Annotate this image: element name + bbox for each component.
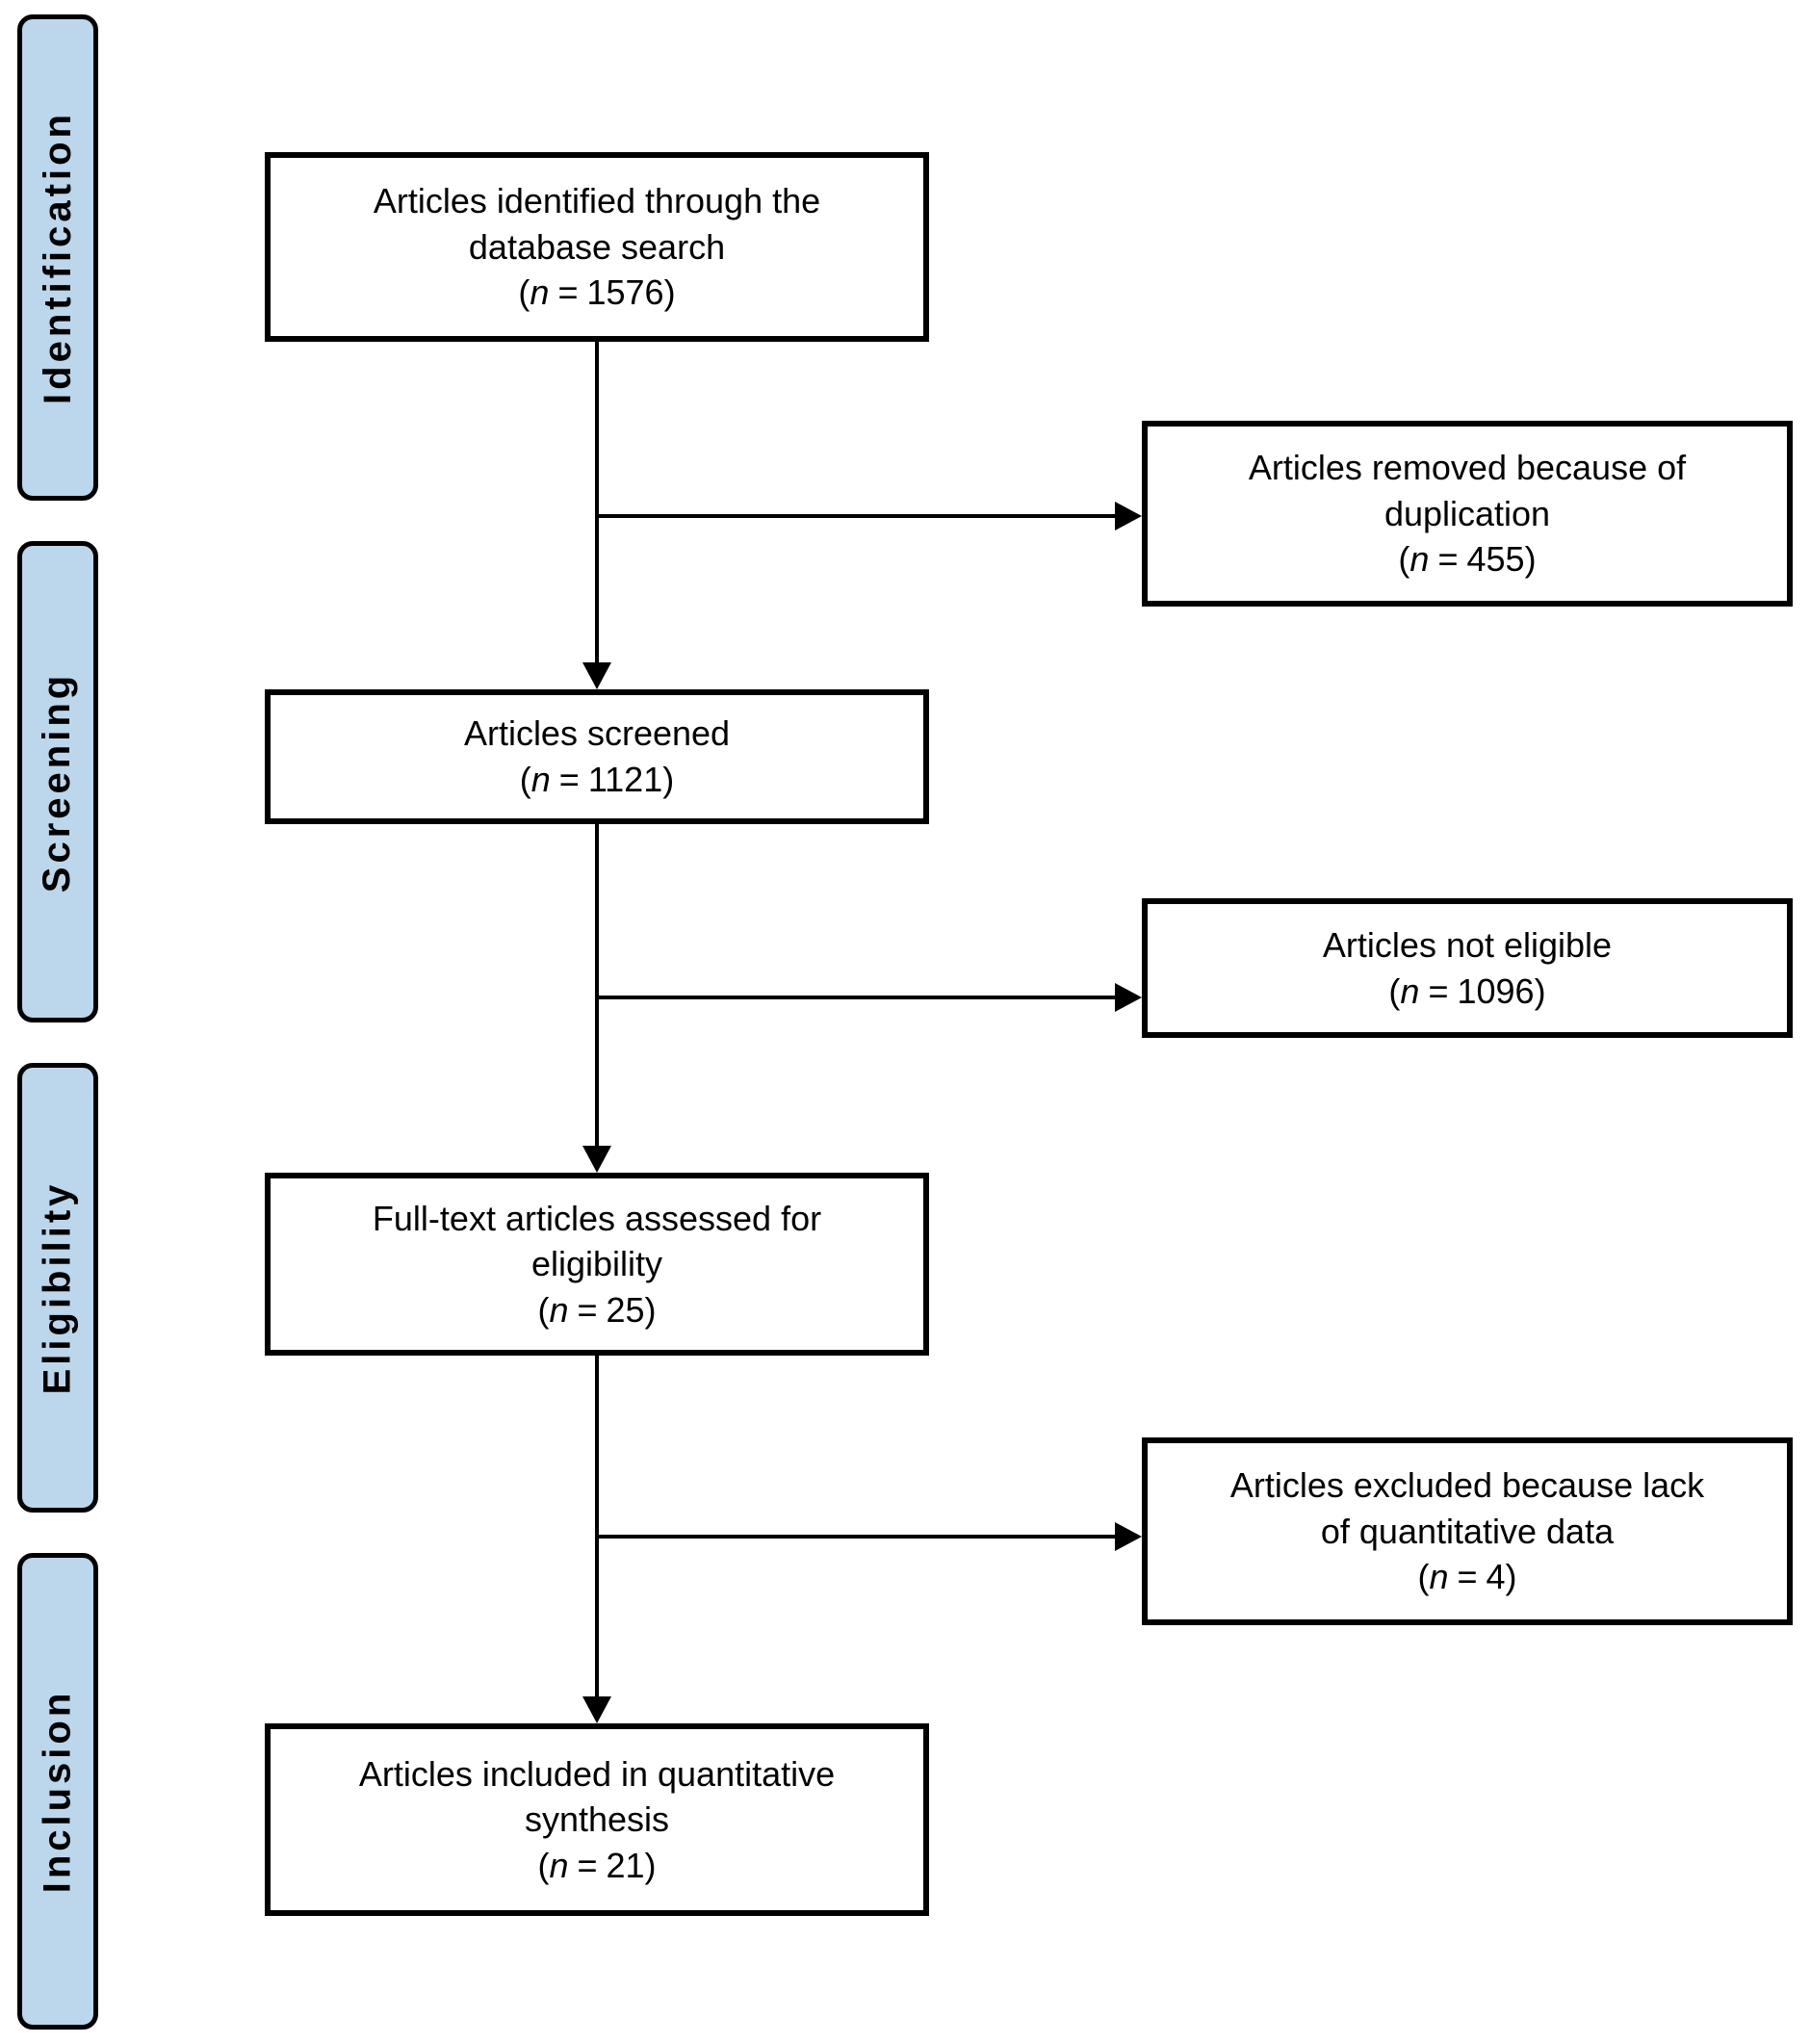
arrowhead-right-duplicates-icon: [1115, 502, 1142, 530]
n-value: 455: [1466, 539, 1525, 580]
stage-label-screening: Screening: [36, 671, 79, 893]
box-duplicates-count: (n=455): [1398, 536, 1536, 582]
box-excluded-count: (n=4): [1417, 1554, 1516, 1600]
box-excluded-line1: Articles excluded because lack: [1229, 1465, 1705, 1506]
box-identified: Articles identified through the database…: [265, 152, 929, 342]
box-excluded-line2: of quantitative data: [1320, 1511, 1615, 1551]
box-included-count: (n=21): [537, 1843, 656, 1889]
arrowhead-down-included-icon: [582, 1696, 611, 1723]
branch-to-excluded: [595, 1535, 1117, 1539]
box-included-line1: Articles included in quantitative: [358, 1753, 836, 1794]
paren-close: ): [644, 1845, 657, 1885]
box-identified-count: (n=1576): [518, 270, 675, 316]
n-value: 1096: [1457, 970, 1535, 1011]
box-fulltext-line2: eligibility: [530, 1244, 663, 1284]
equals-sign: =: [577, 1845, 598, 1885]
box-screened: Articles screened (n=1121): [265, 689, 929, 824]
equals-sign: =: [557, 272, 579, 313]
paren-open: (: [519, 760, 531, 799]
paren-close: ): [1505, 1557, 1517, 1597]
paren-open: (: [537, 1289, 550, 1330]
n-var: n: [1400, 970, 1420, 1011]
n-var: n: [549, 1845, 569, 1885]
equals-sign: =: [1457, 1557, 1478, 1597]
box-not-eligible: Articles not eligible (n=1096): [1142, 898, 1793, 1038]
arrowhead-right-excluded-icon: [1115, 1522, 1142, 1551]
paren-close: ): [663, 272, 676, 313]
n-value: 4: [1486, 1557, 1506, 1597]
n-var: n: [549, 1289, 569, 1330]
connector-fulltext-to-included: [595, 1356, 599, 1700]
box-noteligible-line1: Articles not eligible: [1322, 924, 1613, 965]
box-duplicates-line2: duplication: [1383, 493, 1551, 533]
box-identified-line2: database search: [468, 226, 726, 267]
paren-open: (: [1417, 1557, 1430, 1597]
box-fulltext-assessed: Full-text articles assessed for eligibil…: [265, 1173, 929, 1356]
paren-close: ): [662, 760, 675, 799]
equals-sign: =: [558, 760, 580, 799]
box-noteligible-count: (n=1096): [1388, 969, 1545, 1015]
box-screened-line1: Articles screened: [463, 713, 731, 754]
paren-open: (: [1398, 539, 1410, 580]
paren-close: ): [644, 1289, 657, 1330]
equals-sign: =: [1437, 539, 1459, 580]
paren-close: ): [1524, 539, 1537, 580]
stage-bar-inclusion: Inclusion: [17, 1553, 98, 2030]
n-value: 25: [606, 1289, 645, 1330]
n-var: n: [530, 272, 550, 313]
n-var: n: [1409, 539, 1430, 580]
arrowhead-right-noteligible-icon: [1115, 983, 1142, 1012]
box-excluded-noquantdata: Articles excluded because lack of quanti…: [1142, 1437, 1793, 1625]
stage-bar-identification: Identification: [17, 14, 98, 501]
box-included: Articles included in quantitative synthe…: [265, 1723, 929, 1916]
n-value: 1121: [587, 760, 663, 799]
paren-open: (: [518, 272, 530, 313]
stage-bar-eligibility: Eligibility: [17, 1063, 98, 1513]
paren-open: (: [537, 1845, 550, 1885]
box-duplicates-line1: Articles removed because of: [1248, 448, 1687, 488]
arrowhead-down-screened-icon: [582, 662, 611, 689]
box-screened-count: (n=1121): [520, 757, 674, 803]
branch-to-duplicates: [595, 514, 1117, 518]
stage-label-identification: Identification: [36, 111, 79, 404]
n-value: 21: [606, 1845, 645, 1885]
arrowhead-down-fulltext-icon: [582, 1146, 611, 1173]
n-var: n: [1429, 1557, 1449, 1597]
paren-open: (: [1388, 970, 1401, 1011]
equals-sign: =: [577, 1289, 598, 1330]
paren-close: ): [1534, 970, 1546, 1011]
box-identified-line1: Articles identified through the: [373, 181, 821, 221]
connector-identified-to-screened: [595, 342, 599, 666]
stage-label-eligibility: Eligibility: [36, 1180, 79, 1395]
n-value: 1576: [586, 272, 664, 313]
connector-screened-to-fulltext: [595, 824, 599, 1150]
box-removed-duplicates: Articles removed because of duplication …: [1142, 421, 1793, 607]
box-included-line2: synthesis: [524, 1799, 670, 1840]
n-var: n: [530, 760, 551, 799]
box-fulltext-line1: Full-text articles assessed for: [372, 1198, 822, 1238]
stage-bar-screening: Screening: [17, 541, 98, 1022]
stage-label-inclusion: Inclusion: [36, 1689, 79, 1894]
box-fulltext-count: (n=25): [537, 1287, 656, 1333]
branch-to-noteligible: [595, 996, 1117, 999]
equals-sign: =: [1428, 970, 1449, 1011]
